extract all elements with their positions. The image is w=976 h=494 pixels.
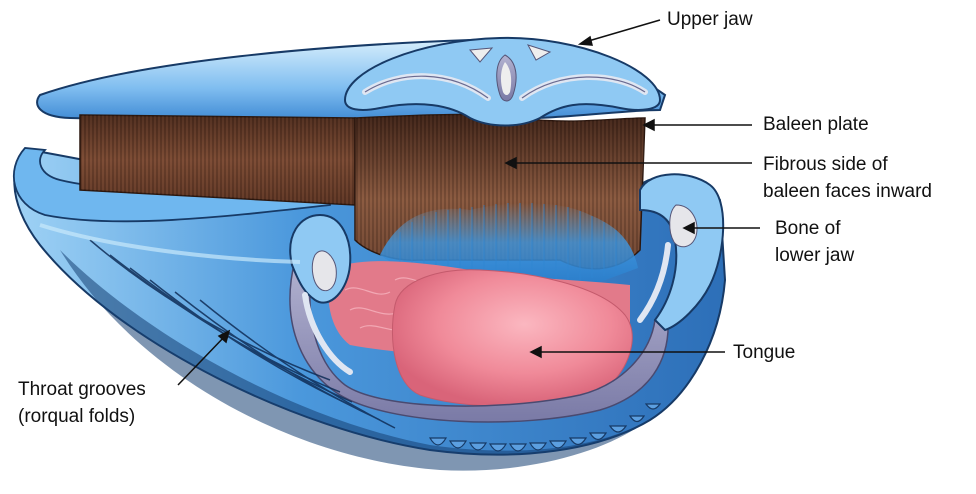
label-tongue: Tongue	[733, 341, 795, 364]
label-throat-grooves: Throat grooves (rorqual folds)	[18, 378, 146, 428]
label-bone-lower-jaw: Bone of lower jaw	[775, 217, 854, 267]
label-baleen-plate: Baleen plate	[763, 113, 869, 136]
label-fibrous-side: Fibrous side of baleen faces inward	[763, 153, 932, 203]
leader-upper-jaw	[585, 20, 660, 42]
label-upper-jaw: Upper jaw	[667, 8, 753, 31]
